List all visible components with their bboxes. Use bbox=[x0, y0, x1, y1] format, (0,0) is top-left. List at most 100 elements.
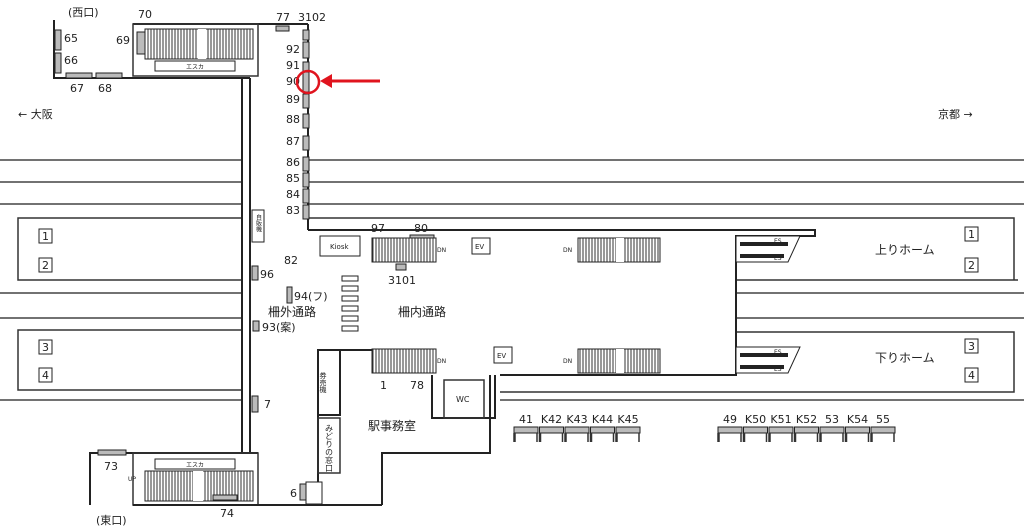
track-number-box bbox=[38, 228, 53, 244]
west-exit-label: (西口) bbox=[68, 6, 99, 19]
bay-roof bbox=[845, 426, 870, 434]
vending-machine bbox=[251, 209, 265, 243]
concourse bbox=[319, 235, 801, 374]
track-number-4: 4 bbox=[968, 369, 975, 382]
bay-label-53: 53 bbox=[825, 413, 839, 426]
bay-roof bbox=[590, 426, 615, 434]
ev-label-2: EV bbox=[497, 352, 506, 360]
bay-roof bbox=[870, 426, 896, 434]
bay-label-K50: K50 bbox=[745, 413, 766, 426]
bay-roof bbox=[743, 426, 768, 434]
vending-label: 自販機 bbox=[255, 213, 262, 233]
stall-box bbox=[302, 135, 310, 151]
track-number-box bbox=[964, 226, 979, 242]
bay-roof bbox=[513, 426, 539, 434]
bay-label-49: 49 bbox=[723, 413, 737, 426]
spot-label-92: 92 bbox=[286, 43, 300, 56]
track-number-box bbox=[38, 339, 53, 355]
bay-label-K54: K54 bbox=[847, 413, 868, 426]
dn-label-4: DN bbox=[563, 358, 572, 365]
spot-label-88: 88 bbox=[286, 113, 300, 126]
spot-label-65: 65 bbox=[64, 32, 78, 45]
track-number-2: 2 bbox=[968, 259, 975, 272]
track-number-box bbox=[38, 367, 53, 383]
spot-label-93(案): 93(案) bbox=[262, 320, 296, 334]
spot-label-3102: 3102 bbox=[298, 11, 326, 24]
es-label-2: ES bbox=[774, 255, 782, 262]
track-number-1: 1 bbox=[42, 230, 49, 243]
spot-label-86: 86 bbox=[286, 156, 300, 169]
escalator-west-label: エスカ bbox=[186, 64, 204, 71]
dn-label-3: DN bbox=[563, 247, 572, 254]
track-number-2: 2 bbox=[42, 259, 49, 272]
ticket-machines-label: 券売機 bbox=[319, 371, 327, 394]
spot-label-89: 89 bbox=[286, 93, 300, 106]
bay-label-K44: K44 bbox=[592, 413, 613, 426]
spot-label-78: 78 bbox=[410, 379, 424, 392]
spot-label-97: 97 bbox=[371, 222, 385, 235]
spot-label-96: 96 bbox=[260, 268, 274, 281]
bay-label-K43: K43 bbox=[566, 413, 587, 426]
spot-label-66: 66 bbox=[64, 54, 78, 67]
kiosk-label: Kiosk bbox=[330, 243, 349, 251]
bay-roof bbox=[539, 426, 564, 434]
spot-label-3101: 3101 bbox=[388, 274, 416, 287]
track-number-3: 3 bbox=[42, 341, 49, 354]
down-platform-label: 下りホーム bbox=[875, 351, 935, 365]
stall-box bbox=[251, 265, 259, 281]
platforms bbox=[17, 217, 1018, 393]
bay-label-K45: K45 bbox=[617, 413, 638, 426]
up-label: UP bbox=[128, 476, 136, 483]
tracks bbox=[0, 159, 1024, 401]
track-number-box bbox=[964, 367, 979, 383]
track-number-1: 1 bbox=[968, 228, 975, 241]
stall-box bbox=[302, 71, 310, 93]
spot-label-74: 74 bbox=[220, 507, 234, 520]
bay-label-41: 41 bbox=[519, 413, 533, 426]
escalator-east-label: エスカ bbox=[186, 462, 204, 469]
spot-label-87: 87 bbox=[286, 135, 300, 148]
bay-roof bbox=[615, 426, 641, 434]
stairs-down-1 bbox=[371, 237, 437, 263]
east-exit-label: (東口) bbox=[96, 514, 127, 527]
wc-label: WC bbox=[456, 395, 470, 404]
arrow-head-icon bbox=[320, 74, 332, 88]
stairs-down-2 bbox=[371, 348, 437, 374]
bay-label-55: 55 bbox=[876, 413, 890, 426]
bay-label-K42: K42 bbox=[541, 413, 562, 426]
stall-box bbox=[302, 204, 310, 220]
dn-label-2: DN bbox=[437, 358, 446, 365]
spot-label-6: 6 bbox=[290, 487, 297, 500]
es-label-1: ES bbox=[774, 238, 782, 245]
station-office-label: 駅事務室 bbox=[368, 418, 416, 433]
stall-box bbox=[302, 93, 310, 109]
spot-label-1: 1 bbox=[380, 379, 387, 392]
spot-label-94(フ): 94(フ) bbox=[294, 290, 328, 303]
outside-gate-passage: 柵外通路 bbox=[268, 304, 316, 319]
west-exit-area bbox=[53, 20, 308, 79]
stall-box bbox=[302, 188, 310, 204]
highlight-marker bbox=[295, 69, 380, 95]
bay-roof bbox=[717, 426, 743, 434]
highlight-circle bbox=[295, 69, 321, 95]
track-number-box bbox=[964, 257, 979, 273]
osaka-direction: ← 大阪 bbox=[18, 107, 53, 121]
inside-gate-passage: 柵内通路 bbox=[398, 304, 446, 319]
escalator-up-platform bbox=[735, 235, 801, 263]
stall-box bbox=[251, 395, 259, 413]
stall-box bbox=[395, 263, 407, 271]
spot-label-82: 82 bbox=[284, 254, 298, 267]
elevator-2 bbox=[493, 346, 513, 364]
track-number-box bbox=[38, 257, 53, 273]
spot-label-91: 91 bbox=[286, 59, 300, 72]
spot-label-68: 68 bbox=[98, 82, 112, 95]
spot-label-77: 77 bbox=[276, 11, 290, 24]
midori-window-label: みどりの窓口 bbox=[325, 424, 334, 472]
spot-label-70: 70 bbox=[138, 8, 152, 21]
ev-label-1: EV bbox=[475, 243, 484, 251]
stall-box bbox=[302, 156, 310, 172]
bay-roof bbox=[819, 426, 845, 434]
